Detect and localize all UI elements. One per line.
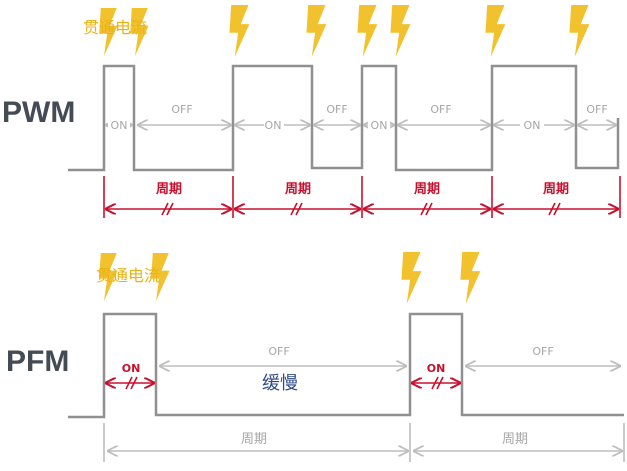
pwm-period-label: 周期 — [156, 182, 182, 197]
lightning-icon — [401, 252, 422, 304]
pfm-on-label: ON — [427, 362, 446, 375]
pwm-period-label: 周期 — [285, 182, 311, 197]
pwm-on-label: ON — [524, 119, 541, 132]
pwm-off-label: OFF — [171, 103, 192, 116]
lightning-icon — [357, 5, 378, 57]
pwm-through-current-label: 贯通电流 — [83, 18, 147, 37]
pwm-on-label: ON — [111, 119, 128, 132]
pwm-label: PWM — [2, 96, 75, 129]
pfm-label: PFM — [6, 345, 69, 378]
pwm-on-label: ON — [371, 119, 388, 132]
pwm-lightning-group — [99, 5, 590, 57]
lightning-icon — [460, 252, 481, 304]
pfm-period-label: 周期 — [502, 432, 528, 447]
lightning-icon — [390, 5, 411, 57]
pfm-waveform — [68, 312, 624, 419]
pfm-off-label: OFF — [268, 345, 289, 358]
pfm-period-label: 周期 — [241, 432, 267, 447]
pwm-waveform — [68, 64, 620, 172]
pwm-period-label: 周期 — [414, 182, 440, 197]
pwm-off-label: OFF — [326, 103, 347, 116]
pwm-on-label: ON — [265, 119, 282, 132]
pfm-slow-label: 缓慢 — [262, 373, 298, 394]
pwm-off-label: OFF — [430, 103, 451, 116]
pfm-on-label: ON — [122, 362, 141, 375]
lightning-icon — [306, 5, 327, 57]
lightning-icon — [229, 5, 250, 57]
pfm-through-current-label: 贯通电流 — [96, 266, 160, 285]
pwm-off-label: OFF — [586, 103, 607, 116]
pfm-on-arrows — [106, 376, 460, 390]
pwm-period-label: 周期 — [543, 182, 569, 197]
pfm-period-markers — [103, 423, 625, 462]
lightning-icon — [485, 5, 506, 57]
pwm-period-markers — [103, 176, 621, 218]
pfm-off-label: OFF — [532, 345, 553, 358]
lightning-icon — [569, 5, 590, 57]
